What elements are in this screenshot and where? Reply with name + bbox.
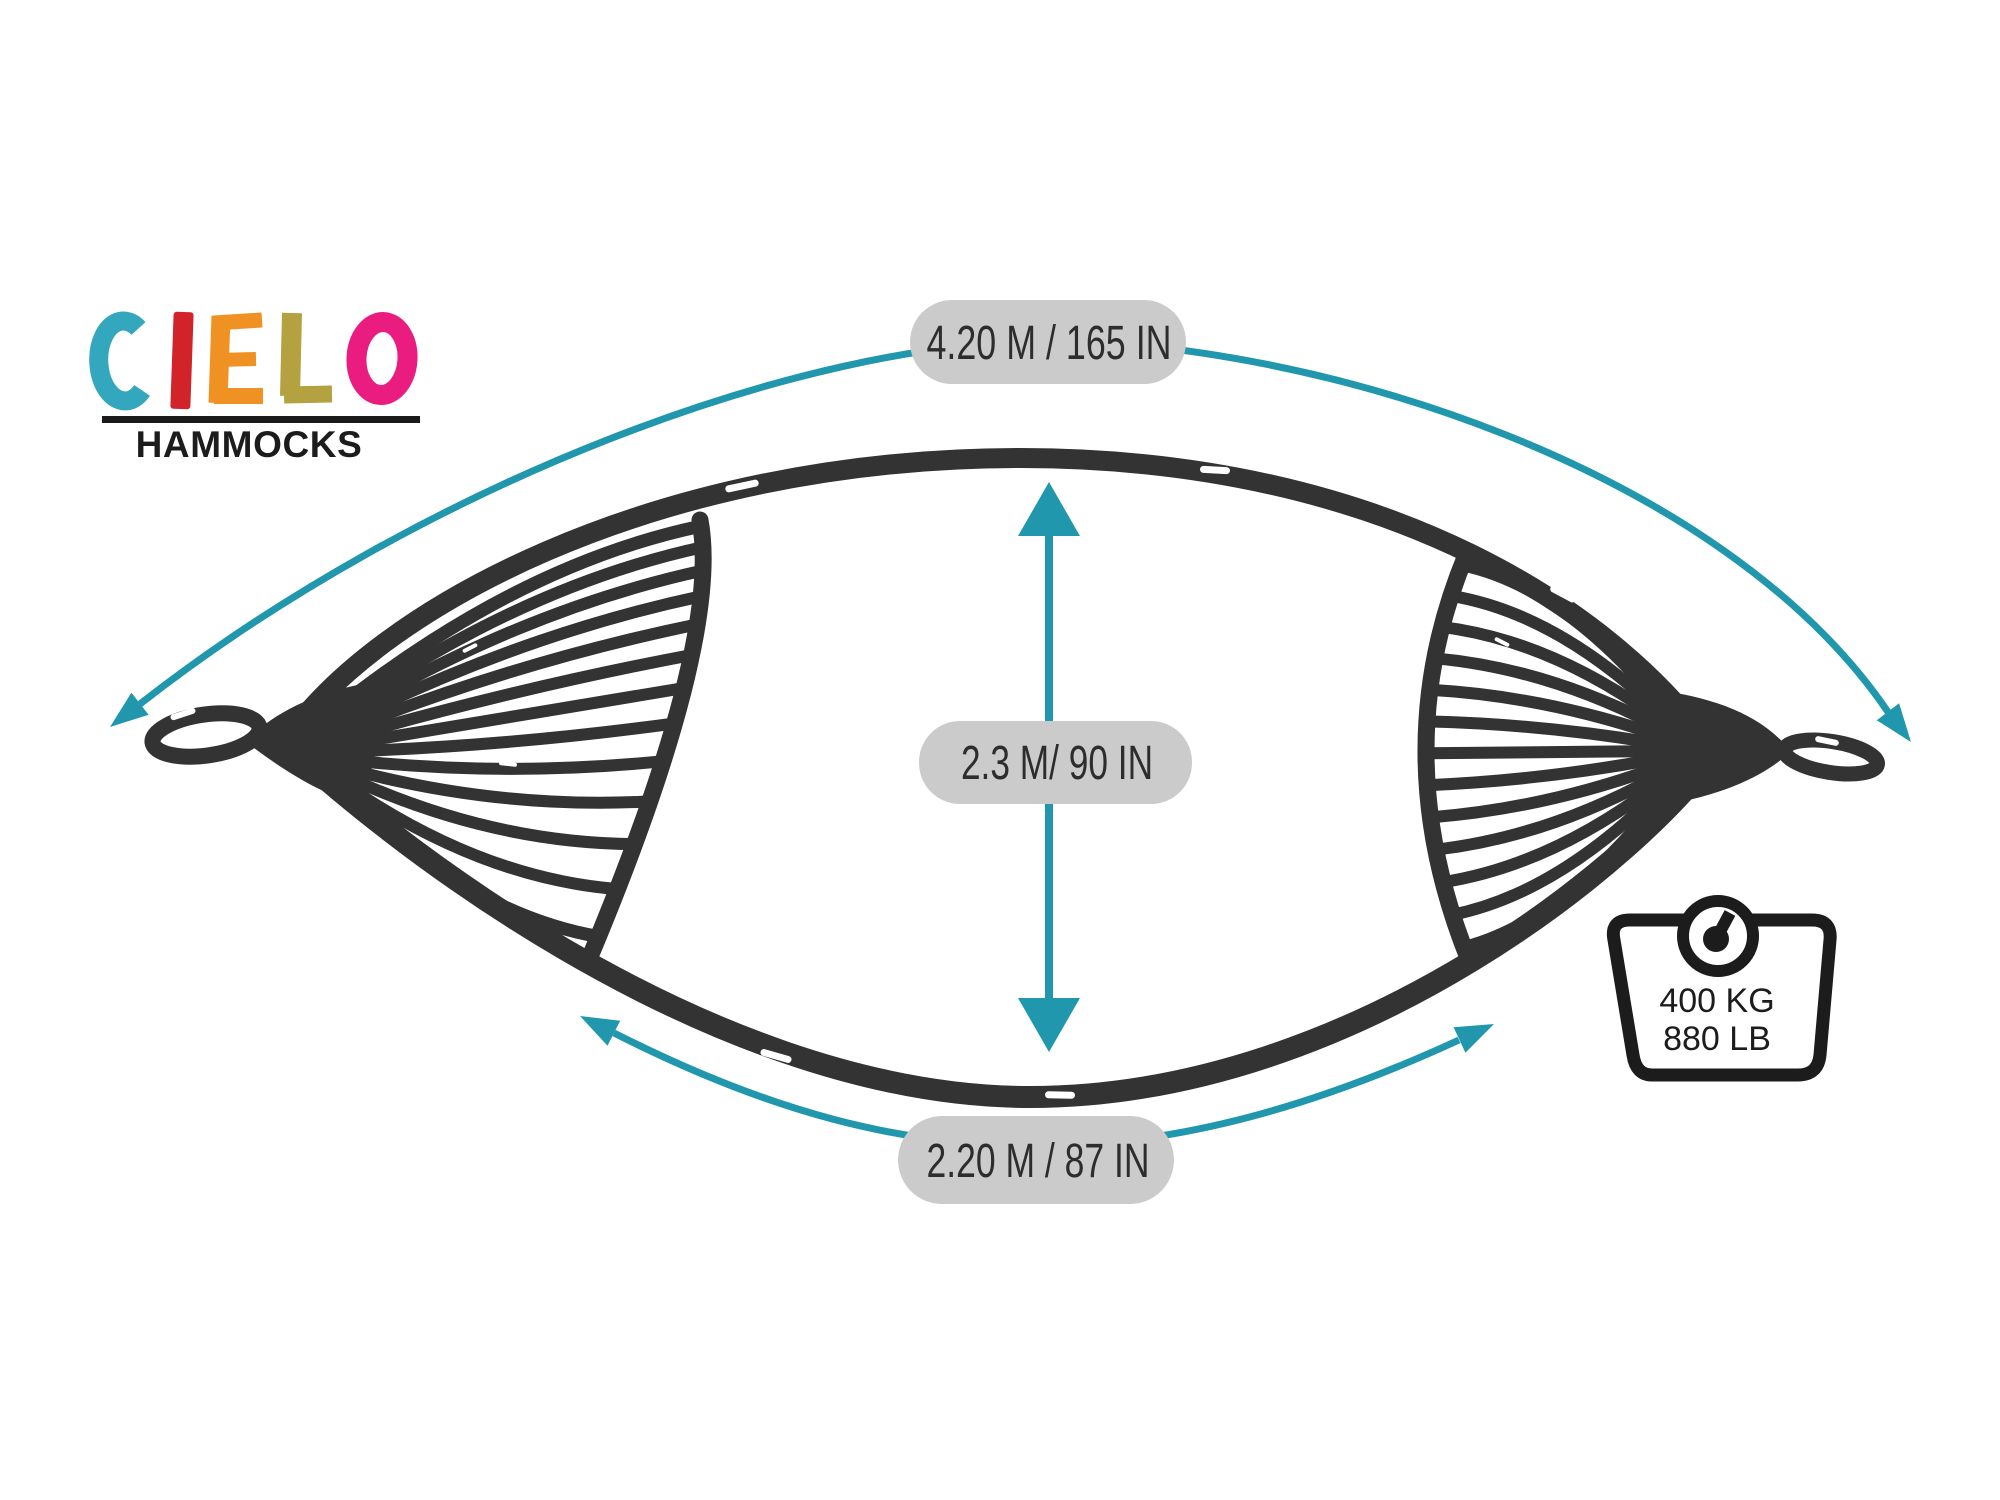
- svg-text:880 LB: 880 LB: [1663, 1020, 1771, 1058]
- svg-text:HAMMOCKS: HAMMOCKS: [136, 424, 363, 465]
- svg-text:2.20 M / 87 IN: 2.20 M / 87 IN: [926, 1134, 1149, 1187]
- svg-text:400 KG: 400 KG: [1659, 982, 1774, 1020]
- svg-text:4.20 M / 165 IN: 4.20 M / 165 IN: [926, 316, 1171, 369]
- svg-text:2.3 M/ 90 IN: 2.3 M/ 90 IN: [961, 736, 1153, 790]
